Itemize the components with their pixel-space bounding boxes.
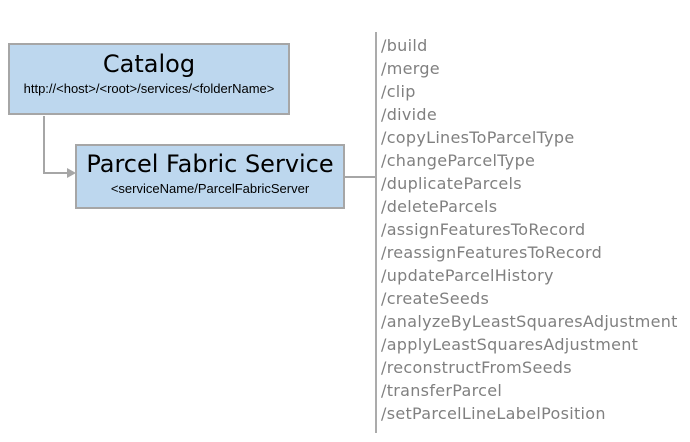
endpoint-item: /createSeeds xyxy=(381,289,490,308)
endpoint-item: /assignFeaturesToRecord xyxy=(381,220,586,239)
parcel-fabric-service-node: Parcel Fabric Service <serviceName/Parce… xyxy=(75,144,345,209)
endpoint-item: /updateParcelHistory xyxy=(381,266,554,285)
parcel-fabric-service-path: <serviceName/ParcelFabricServer xyxy=(110,181,310,196)
endpoint-item: /merge xyxy=(381,59,440,78)
connector-catalog-to-service-vertical xyxy=(43,116,45,174)
catalog-node-url: http://<host>/<root>/services/<folderNam… xyxy=(23,81,275,96)
endpoint-item: /divide xyxy=(381,105,438,124)
endpoint-item: /copyLinesToParcelType xyxy=(381,128,575,147)
connector-catalog-to-service-horizontal xyxy=(43,172,69,174)
connector-service-to-endpoints xyxy=(345,176,375,178)
catalog-node-title: Catalog xyxy=(102,50,196,78)
endpoint-item: /deleteParcels xyxy=(381,197,498,216)
arrowhead-right-icon xyxy=(67,168,76,178)
endpoint-list: /build /merge /clip /divide /copyLinesTo… xyxy=(381,34,678,425)
endpoint-item: /clip xyxy=(381,82,416,101)
endpoint-item: /setParcelLineLabelPosition xyxy=(381,404,606,423)
endpoint-item: /duplicateParcels xyxy=(381,174,522,193)
endpoint-item: /applyLeastSquaresAdjustment xyxy=(381,335,639,354)
parcel-fabric-service-title: Parcel Fabric Service xyxy=(86,150,334,178)
endpoint-item: /changeParcelType xyxy=(381,151,536,170)
endpoint-item: /transferParcel xyxy=(381,381,503,400)
endpoint-item: /reassignFeaturesToRecord xyxy=(381,243,603,262)
endpoint-item: /build xyxy=(381,36,428,55)
endpoint-item: /reconstructFromSeeds xyxy=(381,358,572,377)
endpoint-item: /analyzeByLeastSquaresAdjustment xyxy=(381,312,678,331)
endpoint-list-divider xyxy=(375,32,377,433)
catalog-node: Catalog http://<host>/<root>/services/<f… xyxy=(8,43,290,115)
